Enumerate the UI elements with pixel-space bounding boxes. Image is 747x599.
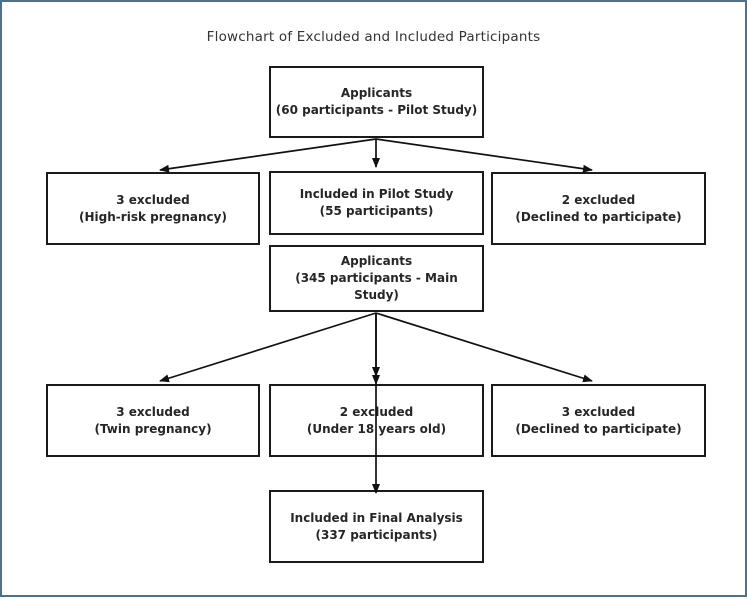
arrow bbox=[375, 138, 593, 173]
node-main-excluded-under18: 2 excluded (Under 18 years old) bbox=[269, 384, 484, 457]
node-final-included: Included in Final Analysis (337 particip… bbox=[269, 490, 484, 563]
node-line: (60 participants - Pilot Study) bbox=[275, 103, 478, 117]
node-line: 3 excluded bbox=[116, 404, 190, 419]
figure-title: Flowchart of Excluded and Included Parti… bbox=[206, 29, 541, 45]
node-line: Included in Pilot Study bbox=[299, 187, 454, 201]
node-pilot-included: Included in Pilot Study (55 participants… bbox=[269, 171, 484, 235]
node-line: 3 excluded bbox=[561, 404, 636, 419]
node-main-excluded-twin: 3 excluded (Twin pregnancy) bbox=[46, 384, 260, 457]
node-line: (Twin pregnancy) bbox=[94, 421, 212, 436]
node-pilot-applicants: Applicants (60 participants - Pilot Stud… bbox=[269, 66, 484, 138]
node-pilot-excluded-declined: 2 excluded (Declined to participate) bbox=[491, 172, 706, 245]
node-line: (Under 18 years old) bbox=[306, 421, 447, 436]
arrow bbox=[375, 312, 593, 383]
node-line: (337 participants) bbox=[315, 527, 438, 542]
node-main-applicants: Applicants (345 participants - Main Stud… bbox=[269, 245, 484, 312]
node-pilot-excluded-highrisk: 3 excluded (High-risk pregnancy) bbox=[46, 172, 260, 245]
node-line: 2 excluded bbox=[561, 192, 636, 207]
node-line: (Declined to participate) bbox=[515, 421, 682, 436]
node-line: (High-risk pregnancy) bbox=[79, 209, 227, 224]
node-line: (55 participants) bbox=[319, 204, 434, 218]
node-main-excluded-declined: 3 excluded (Declined to participate) bbox=[491, 384, 706, 457]
node-line: Applicants bbox=[340, 86, 413, 100]
arrow bbox=[159, 138, 377, 173]
node-line: (Declined to participate) bbox=[515, 209, 682, 224]
node-line: (345 participants - Main Study) bbox=[295, 271, 458, 302]
node-line: 3 excluded bbox=[116, 192, 190, 207]
arrow bbox=[159, 312, 377, 383]
node-line: 2 excluded bbox=[339, 404, 414, 419]
node-line: Included in Final Analysis bbox=[290, 510, 463, 525]
node-line: Applicants bbox=[340, 254, 413, 268]
